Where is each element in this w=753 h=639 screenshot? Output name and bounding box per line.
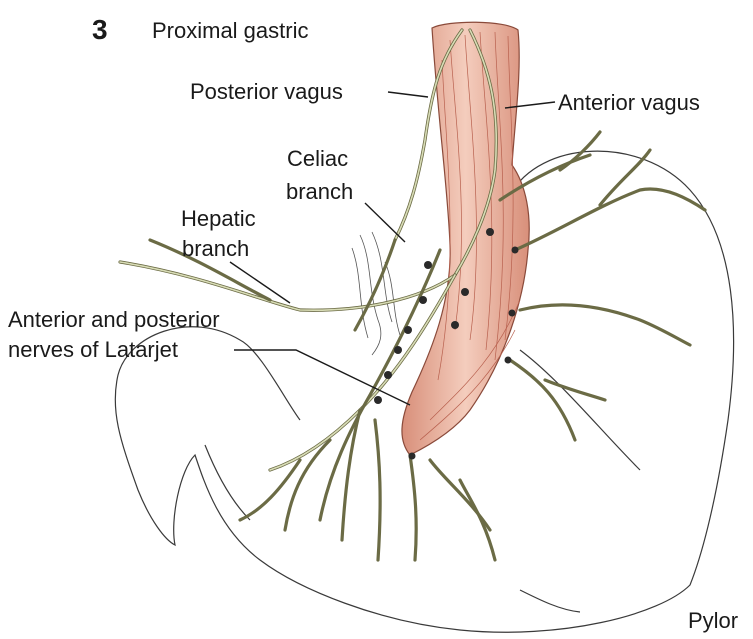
label-hepatic-line2: branch <box>182 236 249 261</box>
label-latarjet-line2: nerves of Latarjet <box>8 337 178 362</box>
label-posterior-vagus: Posterior vagus <box>190 79 343 104</box>
figure-title: Proximal gastric <box>152 18 308 43</box>
esophagus-muscle <box>402 22 529 455</box>
leader-celiac <box>365 203 405 242</box>
figure-number: 3 <box>92 14 108 45</box>
label-celiac-line1: Celiac <box>287 146 348 171</box>
leader-posterior-vagus <box>388 92 428 97</box>
label-hepatic-line1: Hepatic <box>181 206 256 231</box>
label-celiac-line2: branch <box>286 179 353 204</box>
leader-latarjet <box>234 350 410 405</box>
label-pylorus: Pylor <box>688 608 738 633</box>
label-latarjet-line1: Anterior and posterior <box>8 307 220 332</box>
label-anterior-vagus: Anterior vagus <box>558 90 700 115</box>
